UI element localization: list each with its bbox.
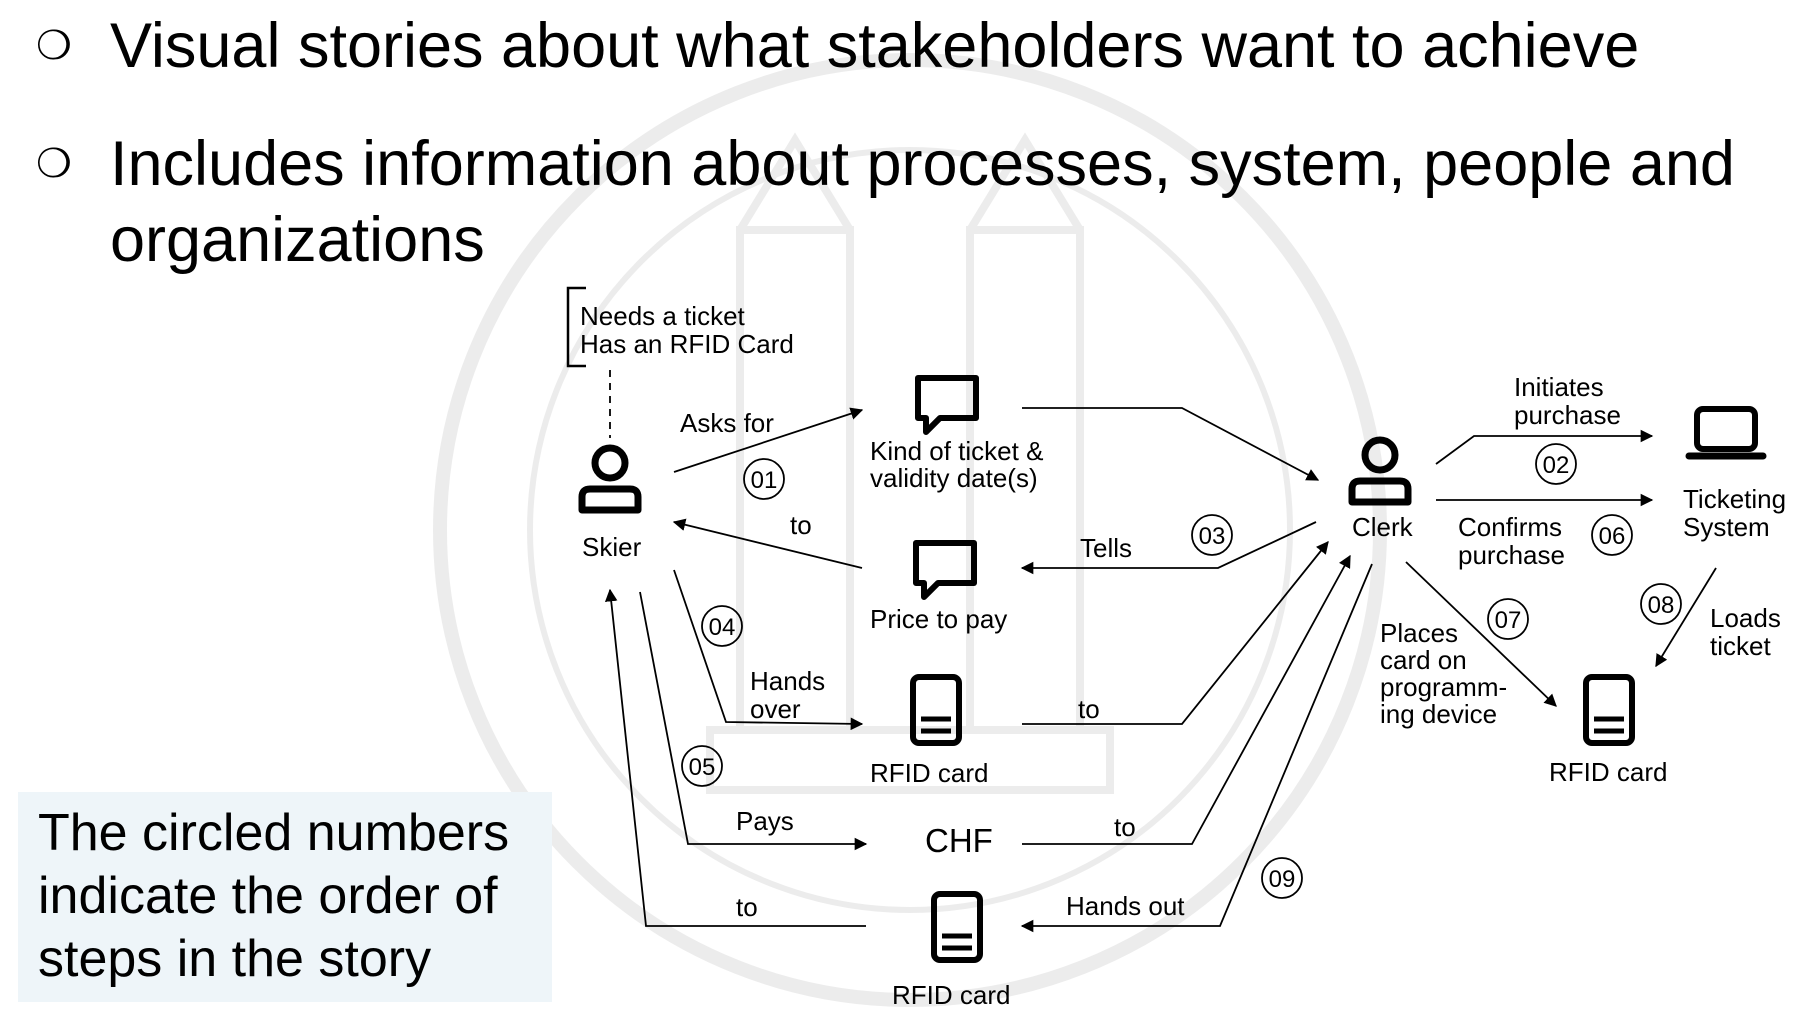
university-seal-watermark <box>433 53 1387 1007</box>
label-hands-out: Hands out <box>1066 891 1185 921</box>
arrow-tells <box>1020 521 1317 575</box>
rfid-card-label: RFID card <box>870 758 988 788</box>
svg-text:03: 03 <box>1199 523 1226 550</box>
kind-of-ticket-label: validity date(s) <box>870 463 1038 493</box>
step-badge-08: 08 <box>1640 583 1682 625</box>
note-line: steps in the story <box>38 930 432 988</box>
arrow-loads-ticket <box>1655 567 1717 668</box>
arrow-ticket-to-clerk <box>1022 407 1320 481</box>
label-places-card: ing device <box>1380 699 1497 729</box>
bullet-marker: ❍ <box>36 142 72 186</box>
label-to: to <box>1114 812 1136 842</box>
step-badge-01: 01 <box>743 458 785 500</box>
skier-person-icon <box>578 444 642 514</box>
arrow-chf-to-clerk <box>1022 554 1351 845</box>
step-badge-04: 04 <box>701 605 743 647</box>
skier-notes: Needs a ticket Has an RFID Card <box>566 286 794 438</box>
label-initiates-purchase: purchase <box>1514 400 1621 430</box>
rfid-card-icon <box>931 891 983 963</box>
note-line: The circled numbers <box>38 804 510 862</box>
arrow-pays <box>639 591 868 851</box>
svg-text:09: 09 <box>1269 866 1296 893</box>
rfid-card-label: RFID card <box>892 980 1010 1010</box>
bullet-item-includes-information: ❍ Includes information about processes, … <box>36 126 1790 278</box>
bullet-text: Includes information about processes, sy… <box>110 129 1735 275</box>
rfid-card-label: RFID card <box>1549 757 1667 787</box>
laptop-icon <box>1685 406 1767 460</box>
svg-text:01: 01 <box>751 467 778 494</box>
rfid-card-icon <box>1583 674 1635 746</box>
note-line: indicate the order of <box>38 867 498 925</box>
arrow-hands-over <box>673 569 864 731</box>
bullet-marker: ❍ <box>36 24 72 68</box>
label-places-card: programm- <box>1380 672 1507 702</box>
ticketing-system-label: Ticketing <box>1683 484 1786 514</box>
ticketing-system-label: System <box>1683 512 1770 542</box>
skier-note-line: Needs a ticket <box>580 301 746 331</box>
skier-note-line: Has an RFID Card <box>580 329 794 359</box>
arrow-card-to-skier <box>604 588 866 927</box>
label-loads-ticket: ticket <box>1710 631 1771 661</box>
arrow-price-to-skier <box>672 518 863 569</box>
clerk-label: Clerk <box>1352 512 1414 542</box>
label-places-card: Places <box>1380 618 1458 648</box>
label-confirms-purchase: purchase <box>1458 540 1565 570</box>
svg-text:04: 04 <box>709 614 736 641</box>
arrow-hands-out <box>1020 563 1373 933</box>
step-badge-05: 05 <box>681 745 723 787</box>
label-hands-over: over <box>750 694 801 724</box>
arrow-asks-for <box>673 407 864 473</box>
label-hands-over: Hands <box>750 666 825 696</box>
step-badge-07: 07 <box>1487 598 1529 640</box>
svg-text:06: 06 <box>1599 523 1626 550</box>
label-to: to <box>1078 694 1100 724</box>
skier-label: Skier <box>582 532 642 562</box>
svg-text:05: 05 <box>689 754 716 781</box>
svg-text:02: 02 <box>1543 452 1570 479</box>
bullet-text: Visual stories about what stakeholders w… <box>110 11 1640 81</box>
label-asks-for: Asks for <box>680 408 774 438</box>
step-badge-06: 06 <box>1591 514 1633 556</box>
label-tells: Tells <box>1080 533 1132 563</box>
label-confirms-purchase: Confirms <box>1458 512 1562 542</box>
clerk-person-icon <box>1348 436 1412 506</box>
label-initiates-purchase: Initiates <box>1514 372 1604 402</box>
bullet-item-visual-stories: ❍ Visual stories about what stakeholders… <box>36 8 1798 84</box>
step-badge-03: 03 <box>1191 514 1233 556</box>
speech-bubble-icon <box>913 540 977 600</box>
step-badge-02: 02 <box>1535 443 1577 485</box>
chf-label: CHF <box>925 822 993 859</box>
label-loads-ticket: Loads <box>1710 603 1781 633</box>
svg-text:07: 07 <box>1495 607 1522 634</box>
label-pays: Pays <box>736 806 794 836</box>
step-badge-09: 09 <box>1261 857 1303 899</box>
label-to: to <box>790 510 812 540</box>
price-to-pay-label: Price to pay <box>870 604 1007 634</box>
svg-text:08: 08 <box>1648 592 1675 619</box>
note-box: The circled numbers indicate the order o… <box>18 792 552 1002</box>
arrow-places-card <box>1405 561 1557 707</box>
speech-bubble-icon <box>915 375 979 435</box>
arrow-card-to-clerk <box>1022 541 1329 725</box>
rfid-card-icon <box>910 674 962 746</box>
arrow-initiates-purchase <box>1435 429 1654 465</box>
label-to: to <box>736 892 758 922</box>
label-places-card: card on <box>1380 645 1467 675</box>
kind-of-ticket-label: Kind of ticket & <box>870 436 1043 466</box>
